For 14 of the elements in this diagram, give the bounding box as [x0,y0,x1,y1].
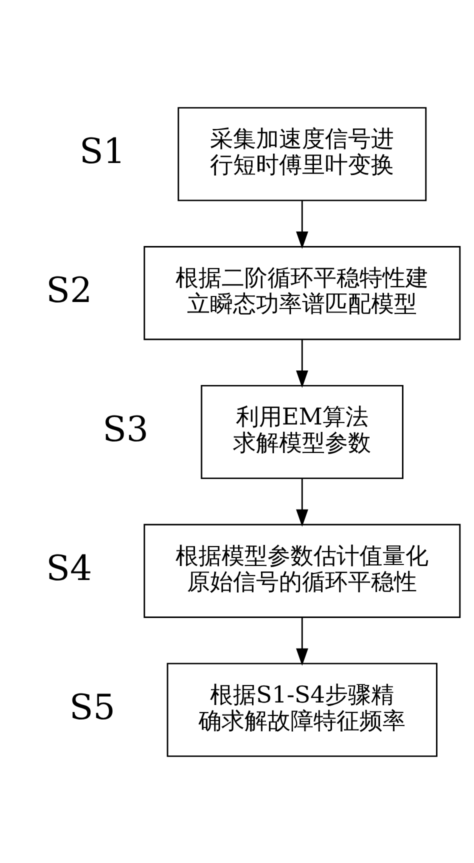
node-label: S2 [46,270,92,311]
node-box: 根据二阶循环平稳特性建立瞬态功率谱匹配模型 [144,246,461,340]
arrow [296,616,308,666]
arrow [296,338,308,388]
node-box: 根据S1-S4步骤精确求解故障特征频率 [166,662,438,756]
arrow [296,200,308,248]
node-label: S5 [69,687,116,728]
node-box: 根据模型参数估计值量化原始信号的循环平稳性 [144,523,461,618]
arrow [296,478,308,526]
node-label: S3 [102,409,148,450]
node-label: S1 [79,132,126,172]
node-box: 利用EM算法求解模型参数 [200,384,404,479]
node-label: S4 [46,548,92,588]
node-box: 采集加速度信号进行短时傅里叶变换 [178,106,427,201]
